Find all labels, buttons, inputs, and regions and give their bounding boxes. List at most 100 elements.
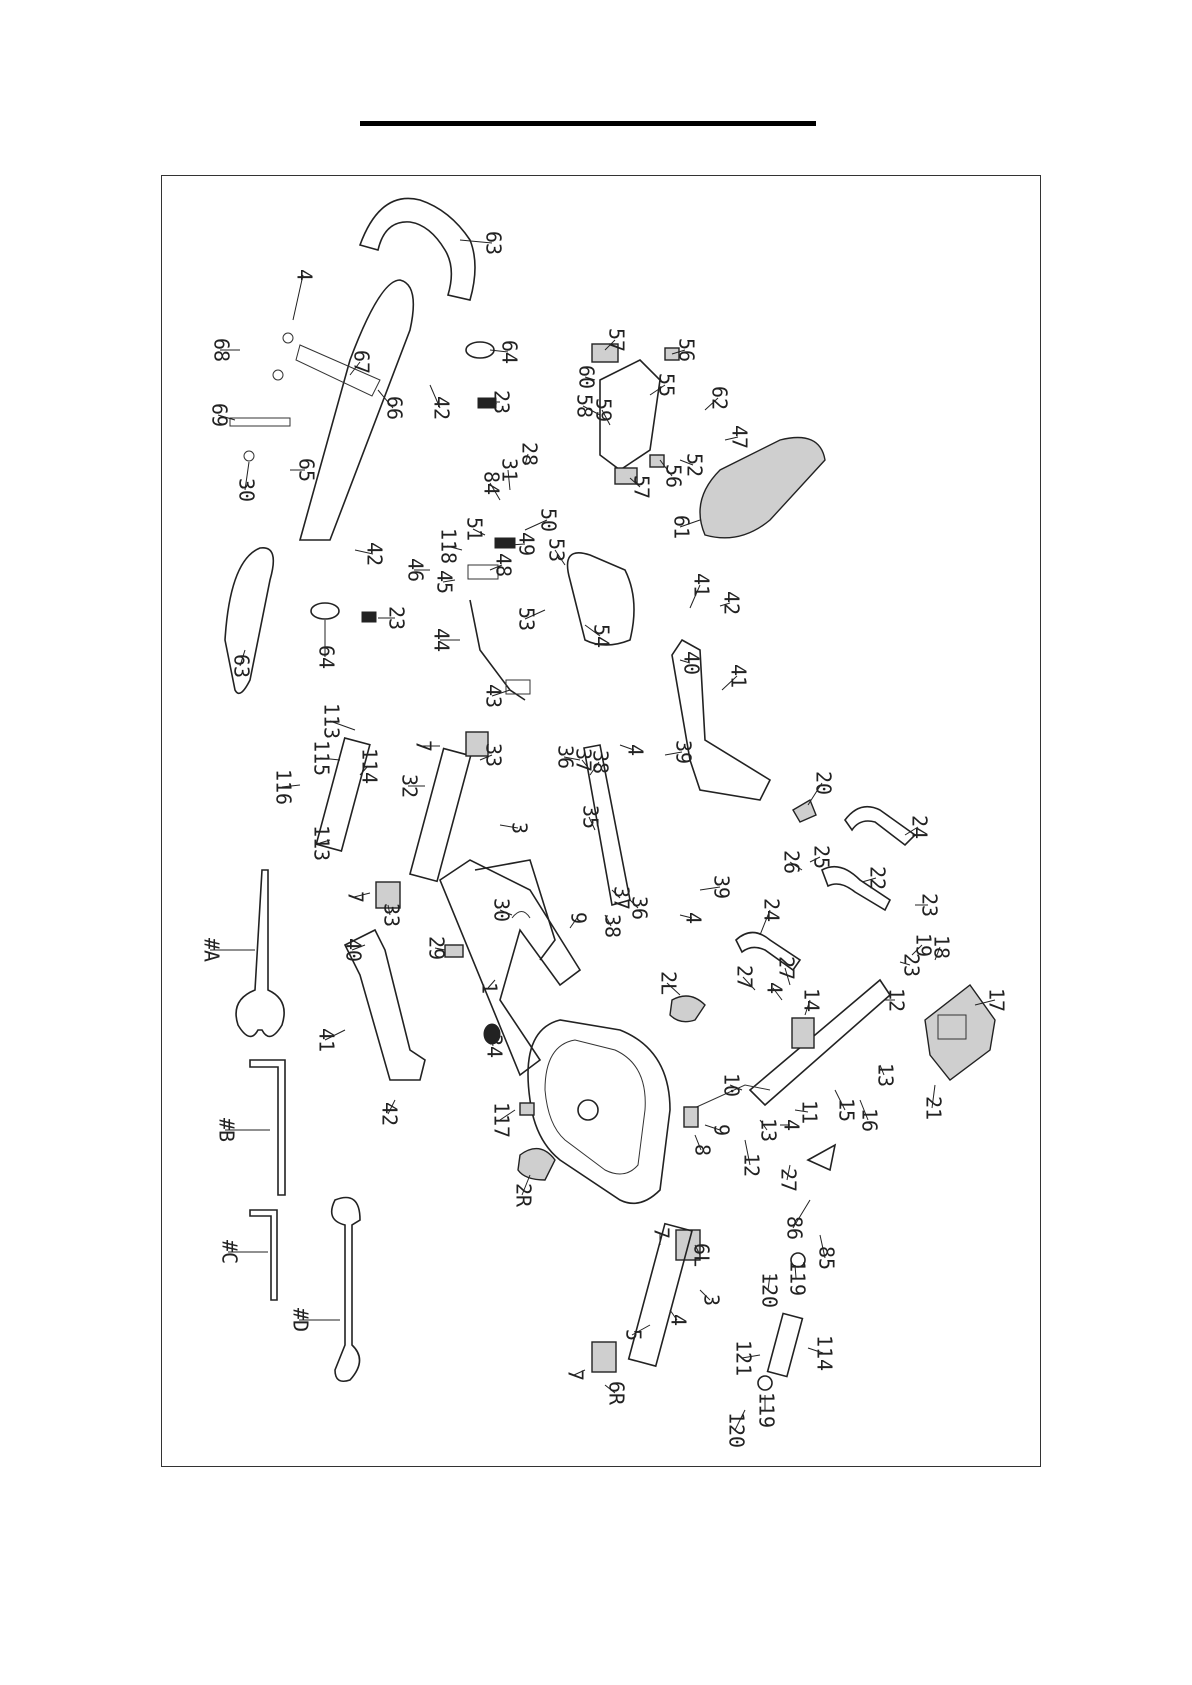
leader-line-p24b [759,909,771,936]
part-label-p18: 18 [930,935,954,959]
part-label-p32: 32 [398,774,422,798]
part-label-p3a: 3 [508,822,532,834]
leader-line-p50 [524,519,548,531]
part-label-p55: 55 [655,373,679,397]
part-23-spring-lower [361,611,377,623]
part-label-p39a: 39 [672,740,696,764]
part-label-p43: 43 [482,684,506,708]
leader-line-p42c [719,602,731,607]
part-17-console-screen [937,1014,967,1040]
part-label-p33b: 33 [380,903,404,927]
part-label-p42d: 42 [378,1102,402,1126]
part-label-p118: 118 [437,528,461,564]
leader-line-p69 [217,414,236,421]
leader-line-p115 [319,757,341,761]
part-label-p38a: 38 [589,750,613,774]
leader-line-p117 [499,1109,516,1121]
part-label-p15: 15 [835,1098,859,1122]
part-2R-pedal [517,1147,556,1181]
part-33-endcap-top [465,731,489,757]
part-43-knob [505,679,531,695]
part-label-p41a: 41 [690,573,714,597]
part-label-p9a: 9 [567,912,591,924]
leader-line-p18 [934,946,941,961]
leader-line-p13b [759,1119,768,1131]
part-label-p4d: 4 [763,982,787,994]
part-14-controller [791,1017,815,1049]
part-label-p14: 14 [800,988,824,1012]
leader-line-p116 [281,784,301,788]
leader-line-p24a [904,826,919,836]
part-label-p69: 69 [208,403,232,427]
part-label-p48: 48 [492,553,516,577]
part-label-p7a: 7 [412,740,436,752]
part-label-p30a: 30 [235,478,259,502]
part-label-pA: #A [200,938,224,962]
part-34-wheel [483,1023,501,1045]
part-label-p60: 60 [575,365,599,389]
part-5-front-stabilizer [627,1222,693,1368]
part-label-p10: 10 [720,1073,744,1097]
leader-line-p23d [899,961,911,966]
part-49-clamp [494,537,516,549]
part-label-p64b: 64 [315,645,339,669]
part-30-hook [511,911,531,919]
leader-line-p58 [582,405,601,416]
part-label-p36b: 36 [628,896,652,920]
part-label-p117: 117 [490,1102,514,1138]
leader-line-p15 [834,1089,846,1111]
leader-line-p28 [524,453,529,466]
part-label-p37a: 37 [572,748,596,772]
part-56-pad-b [649,454,665,468]
part-8-tension-knob [683,1106,699,1128]
leader-line-p19 [911,944,923,956]
part-label-p53a: 53 [545,538,569,562]
part-label-p13a: 13 [874,1063,898,1087]
leader-line-p40b [351,944,366,951]
tool-C-hex-key [249,1209,278,1301]
part-86-bracket [806,1143,837,1172]
part-label-p35: 35 [579,805,603,829]
part-label-p12b: 12 [740,1153,764,1177]
leader-line-p36a [563,756,581,761]
leader-line-p3a [499,824,519,829]
part-67-bracket [295,344,381,397]
part-label-pB: #B [215,1118,239,1142]
part-label-p68: 68 [210,338,234,362]
part-label-p16: 16 [858,1108,882,1132]
part-label-pD: #D [289,1308,313,1332]
part-label-p12a: 12 [885,988,909,1012]
leader-line-p37b [611,889,621,899]
part-label-p84: 84 [480,471,504,495]
part-label-p56b: 56 [662,464,686,488]
part-flywheel-shroud [527,1019,671,1205]
part-label-p1: 1 [478,982,502,994]
part-label-p65: 65 [295,458,319,482]
part-12-column [748,978,892,1107]
leader-line-p55 [649,384,666,396]
leader-line-p121 [741,1354,761,1359]
part-label-p27b: 27 [775,956,799,980]
part-30-cap-top [243,450,255,462]
leader-line-p40a [679,659,691,664]
part-64-cone-upper [465,341,495,359]
part-label-p26: 26 [780,850,804,874]
part-label-p33a: 33 [482,743,506,767]
part-label-p39b: 39 [710,875,734,899]
leader-line-p57b [629,477,641,488]
part-label-p120a: 120 [758,1272,782,1308]
part-119-ring-a [790,1252,806,1268]
leader-line-p10 [729,1084,743,1091]
leader-line-p33b [387,904,391,916]
leader-line-p54 [584,624,601,637]
leader-line-p2L [666,982,681,996]
leader-line-p67 [349,361,361,376]
leader-line-p38b [604,914,612,927]
leader-line-p33a [479,754,493,761]
part-label-p44: 44 [430,628,454,652]
leader-line-p31 [507,469,511,491]
part-label-p36a: 36 [554,745,578,769]
leader-line-p36b [629,899,639,909]
part-crank-hub [577,1099,599,1121]
leader-line-p60 [584,376,596,381]
